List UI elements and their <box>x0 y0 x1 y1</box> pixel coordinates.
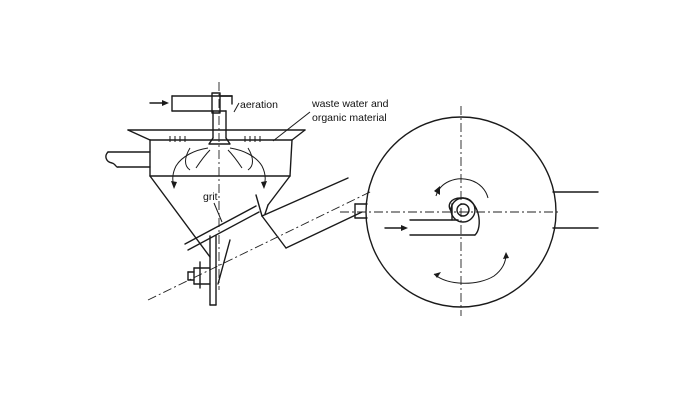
aeration-stem <box>208 110 231 145</box>
leader-grit <box>213 202 223 223</box>
plan-view <box>340 106 599 316</box>
label-grit: grit <box>203 191 218 203</box>
conical-tank <box>127 129 306 258</box>
label-wastewater-line2: organic material <box>312 112 387 124</box>
plan-left-stub <box>354 203 368 219</box>
plan-outlet-pipe <box>552 191 599 229</box>
leader-wastewater <box>272 111 311 142</box>
leader-aeration <box>233 102 240 113</box>
rotation-arrows <box>433 178 509 284</box>
side-section-view: aeration waste water and organic materia… <box>105 82 389 306</box>
inclined-conveyor <box>147 177 373 301</box>
side-inlet-pipe <box>105 151 151 168</box>
label-wastewater-line1: waste water and <box>311 98 389 110</box>
flow-arrows <box>171 147 267 189</box>
plan-inlet-pipe <box>384 197 480 236</box>
grit-outlet <box>184 205 260 306</box>
inlet-pipe-top <box>149 92 233 114</box>
label-aeration: aeration <box>240 99 278 111</box>
aeration-bubbles <box>169 136 261 142</box>
